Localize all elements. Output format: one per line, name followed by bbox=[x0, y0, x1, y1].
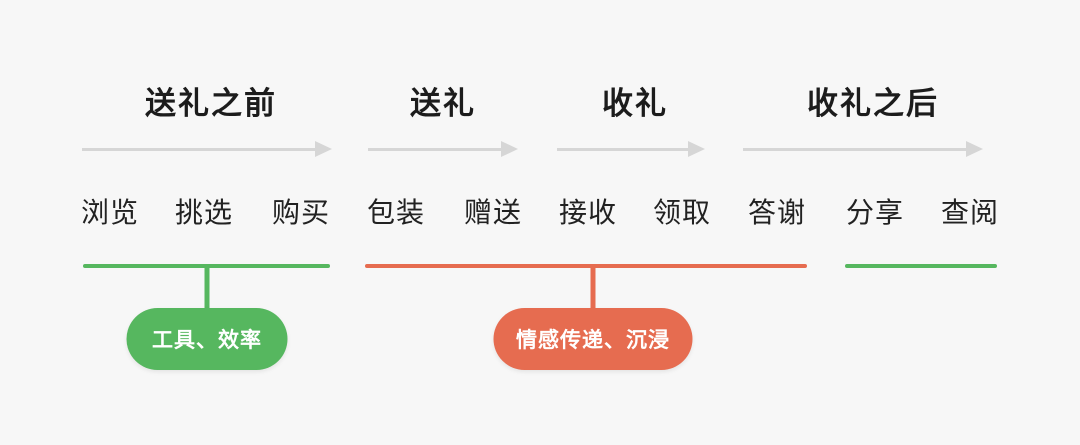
phase-arrow bbox=[368, 141, 518, 157]
phase-header: 送礼 bbox=[410, 86, 476, 121]
arrow-head-icon bbox=[501, 141, 518, 157]
phase-header: 收礼之后 bbox=[807, 86, 939, 121]
phase-arrow bbox=[82, 141, 332, 157]
arrow-line bbox=[743, 147, 968, 151]
phase-arrow bbox=[743, 141, 983, 157]
underline-segment bbox=[365, 264, 807, 268]
phase-header: 送礼之前 bbox=[145, 86, 277, 121]
step-label: 领取 bbox=[652, 197, 712, 228]
arrow-line bbox=[557, 147, 690, 151]
step-label: 接收 bbox=[558, 197, 618, 228]
step-label: 赠送 bbox=[463, 197, 523, 228]
step-label: 挑选 bbox=[174, 197, 234, 228]
underline-segment bbox=[845, 264, 997, 268]
phase-header: 收礼 bbox=[602, 86, 668, 121]
annotation-pill: 工具、效率 bbox=[126, 308, 288, 370]
annotation-pill: 情感传递、沉浸 bbox=[493, 308, 693, 370]
step-label: 购买 bbox=[271, 197, 331, 228]
annotation-stem bbox=[590, 266, 596, 312]
arrow-line bbox=[82, 147, 317, 151]
arrow-head-icon bbox=[966, 141, 983, 157]
phase-arrow bbox=[557, 141, 705, 157]
arrow-head-icon bbox=[688, 141, 705, 157]
step-label: 浏览 bbox=[80, 197, 140, 228]
step-label: 包装 bbox=[366, 197, 426, 228]
arrow-head-icon bbox=[315, 141, 332, 157]
step-label: 分享 bbox=[845, 197, 905, 228]
step-label: 答谢 bbox=[747, 197, 807, 228]
arrow-line bbox=[368, 147, 503, 151]
step-label: 查阅 bbox=[940, 197, 1000, 228]
annotation-stem bbox=[204, 266, 210, 312]
